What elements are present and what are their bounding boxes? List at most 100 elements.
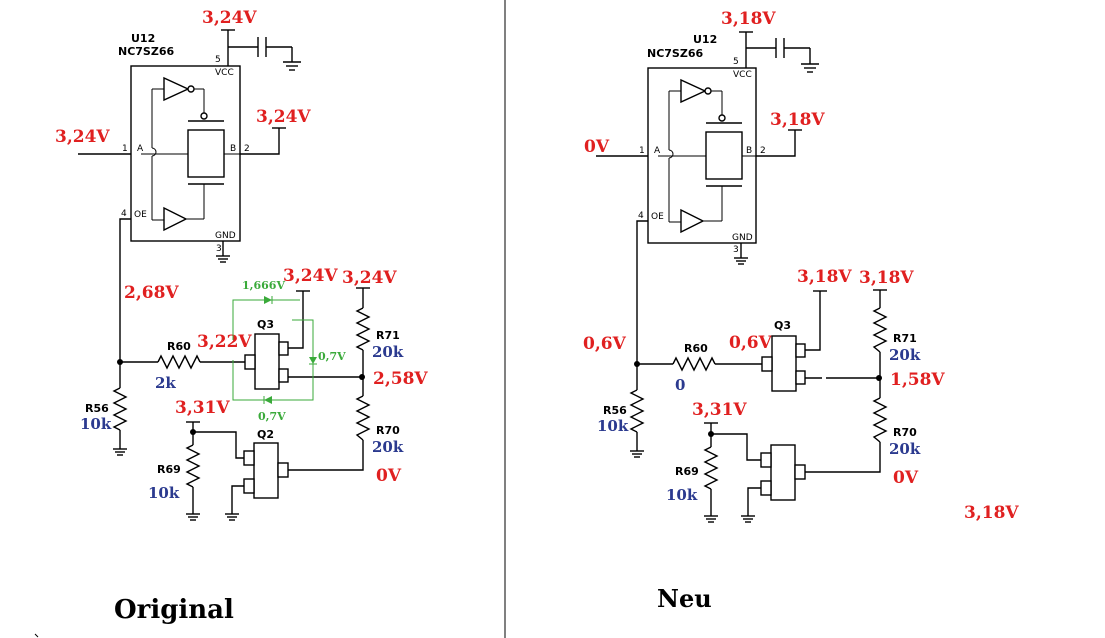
pin-gnd-number: 3 [733,245,739,255]
ic-ground-symbol [216,241,230,263]
stray-mark [34,633,39,638]
pin-gnd-label: GND [732,233,753,243]
transistor-q2 [703,422,806,523]
voltage-oe: 0,6V [583,334,627,354]
resistor-r69 [185,444,201,488]
pin-gnd-number: 3 [216,244,222,254]
voltage-vcc: 3,24V [202,8,257,28]
r60-label: R60 [167,340,191,353]
voltage-extra-note: 3,18V [964,503,1019,523]
r70-label: R70 [376,424,400,437]
ic-part: NC7SZ66 [118,45,174,58]
pin-a-label: A [654,146,661,156]
r70-value: 20k [372,438,404,456]
pin-a-number: 1 [122,144,128,154]
neu-panel: U12 NC7SZ66 5 VCC 1 A B 2 4 OE GND 3 [583,9,1019,613]
voltage-mid: 2,58V [373,369,428,389]
voltage-mid: 1,58V [890,370,945,390]
pin-vcc-label: VCC [733,70,752,80]
voltage-q3-top: 3,24V [283,266,338,286]
resistor-r56 [112,387,128,431]
resistor-r60 [672,356,716,372]
voltage-r71-top: 3,18V [859,268,914,288]
r70-label: R70 [893,426,917,439]
voltage-r71-top: 3,24V [342,268,397,288]
voltage-q2: 3,31V [175,398,230,418]
r71-label: R71 [893,332,917,345]
voltage-vcc: 3,18V [721,9,776,29]
r70-value: 20k [889,440,921,458]
pin-b-label: B [746,146,752,156]
pin-b-wire [756,130,796,157]
r71-value: 20k [372,343,404,361]
pin-vcc-number: 5 [215,55,221,65]
pin-b-wire [240,128,280,155]
oe-wire [119,218,131,362]
r60-value: 0 [675,376,685,394]
pin-oe-number: 4 [121,209,127,219]
voltage-b: 3,24V [256,107,311,127]
pin-oe-label: OE [134,210,147,220]
voltage-bottom: 0V [893,468,919,488]
original-panel: U12 NC7SZ66 5 VCC 1 A B 2 4 OE GND 3 [55,8,428,625]
ic-part: NC7SZ66 [647,47,703,60]
voltage-bottom: 0V [376,466,402,486]
pin-oe-number: 4 [638,211,644,221]
body-diode-annotation [232,296,317,404]
neu-title: Neu [657,584,712,613]
voltage-oe: 2,68V [124,283,179,303]
r56-value: 10k [597,417,629,435]
voltage-q3-top: 3,18V [797,267,852,287]
r71-value: 20k [889,346,921,364]
q2-label: Q2 [257,428,274,441]
voltage-a: 0V [584,137,610,157]
q3-label: Q3 [774,319,791,332]
ic-internal-switch [141,76,240,232]
resistor-r71 [872,307,888,353]
r71-label: R71 [376,329,400,342]
voltage-a: 3,24V [55,127,110,147]
oe-wire [636,220,648,364]
resistor-r70 [355,395,371,441]
voltage-q3-gate: 0,6V [729,333,773,353]
vcc-decoupling-capacitor [739,31,819,73]
transistor-q2 [185,421,289,521]
r69-label: R69 [675,465,699,478]
pin-a-label: A [137,144,144,154]
r69-value: 10k [666,486,698,504]
ic-name: U12 [693,33,717,46]
diode-top-voltage: 1,666V [242,279,285,292]
resistor-r56 [629,389,645,433]
q3-label: Q3 [257,318,274,331]
ic-name: U12 [131,32,155,45]
resistor-r70 [872,397,888,443]
ic-ground-symbol [734,243,748,265]
resistor-r69 [703,446,719,490]
r69-value: 10k [148,484,180,502]
transistor-q3 [761,290,878,392]
resistor-r71 [355,307,371,351]
r56-label: R56 [85,402,109,415]
pin-oe-label: OE [651,212,664,222]
resistor-r60 [157,354,201,370]
pin-vcc-label: VCC [215,68,234,78]
transistor-q3 [244,290,361,390]
r60-label: R60 [684,342,708,355]
pin-b-number: 2 [244,144,250,154]
r60-value: 2k [155,374,176,392]
original-title: Original [114,595,234,625]
vcc-decoupling-capacitor [221,29,301,71]
r56-value: 10k [80,415,112,433]
r69-label: R69 [157,463,181,476]
voltage-q3-gate: 3,22V [197,332,252,352]
diode-bottom-voltage: 0,7V [258,410,286,423]
ic-internal-switch [658,78,756,234]
pin-gnd-label: GND [215,231,236,241]
r56-label: R56 [603,404,627,417]
voltage-q2: 3,31V [692,400,747,420]
pin-vcc-number: 5 [733,57,739,67]
diode-right-voltage: 0,7V [318,350,346,363]
pin-b-number: 2 [760,146,766,156]
voltage-b: 3,18V [770,110,825,130]
